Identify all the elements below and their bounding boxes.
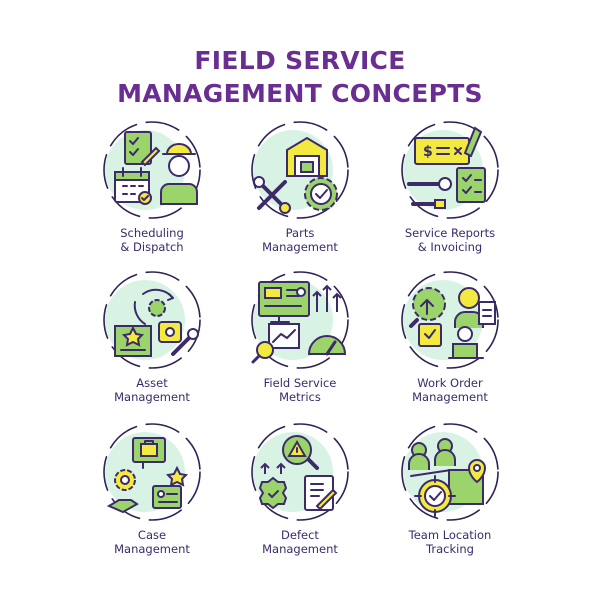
svg-text:$: $ (423, 144, 433, 160)
label-line-2: Metrics (279, 390, 321, 404)
field-service-metrics-icon (251, 271, 349, 369)
label-line-1: Team Location (408, 528, 492, 542)
label-line-1: Parts (285, 226, 315, 240)
label-line-2: Management (262, 542, 338, 556)
scheduling-dispatch-icon (103, 121, 201, 219)
service-reports-invoicing-label: Service Reports& Invoicing (355, 226, 545, 254)
scheduling-dispatch-label: Scheduling& Dispatch (57, 226, 247, 254)
label-line-1: Asset (136, 376, 168, 390)
asset-management-icon (103, 271, 201, 369)
work-order-management-icon (401, 271, 499, 369)
parts-management-icon (251, 121, 349, 219)
label-line-1: Service Reports (404, 226, 496, 240)
label-line-1: Work Order (417, 376, 483, 390)
label-line-1: Field Service (263, 376, 337, 390)
case-management-icon (103, 423, 201, 521)
service-reports-invoicing-icon: $ (401, 121, 499, 219)
label-line-2: & Invoicing (417, 240, 483, 254)
label-line-2: Management (262, 240, 338, 254)
team-location-tracking-icon (401, 423, 499, 521)
page-title: FIELD SERVICE MANAGEMENT CONCEPTS (0, 44, 600, 110)
label-line-1: Scheduling (120, 226, 184, 240)
label-line-2: & Dispatch (120, 240, 184, 254)
label-line-2: Management (114, 542, 190, 556)
title-line-2: MANAGEMENT CONCEPTS (117, 79, 483, 108)
label-line-2: Management (114, 390, 190, 404)
defect-management-icon (251, 423, 349, 521)
label-line-1: Case (137, 528, 167, 542)
label-line-2: Tracking (426, 542, 474, 556)
title-line-1: FIELD SERVICE (194, 46, 406, 75)
label-line-2: Management (412, 390, 488, 404)
label-line-1: Defect (281, 528, 319, 542)
